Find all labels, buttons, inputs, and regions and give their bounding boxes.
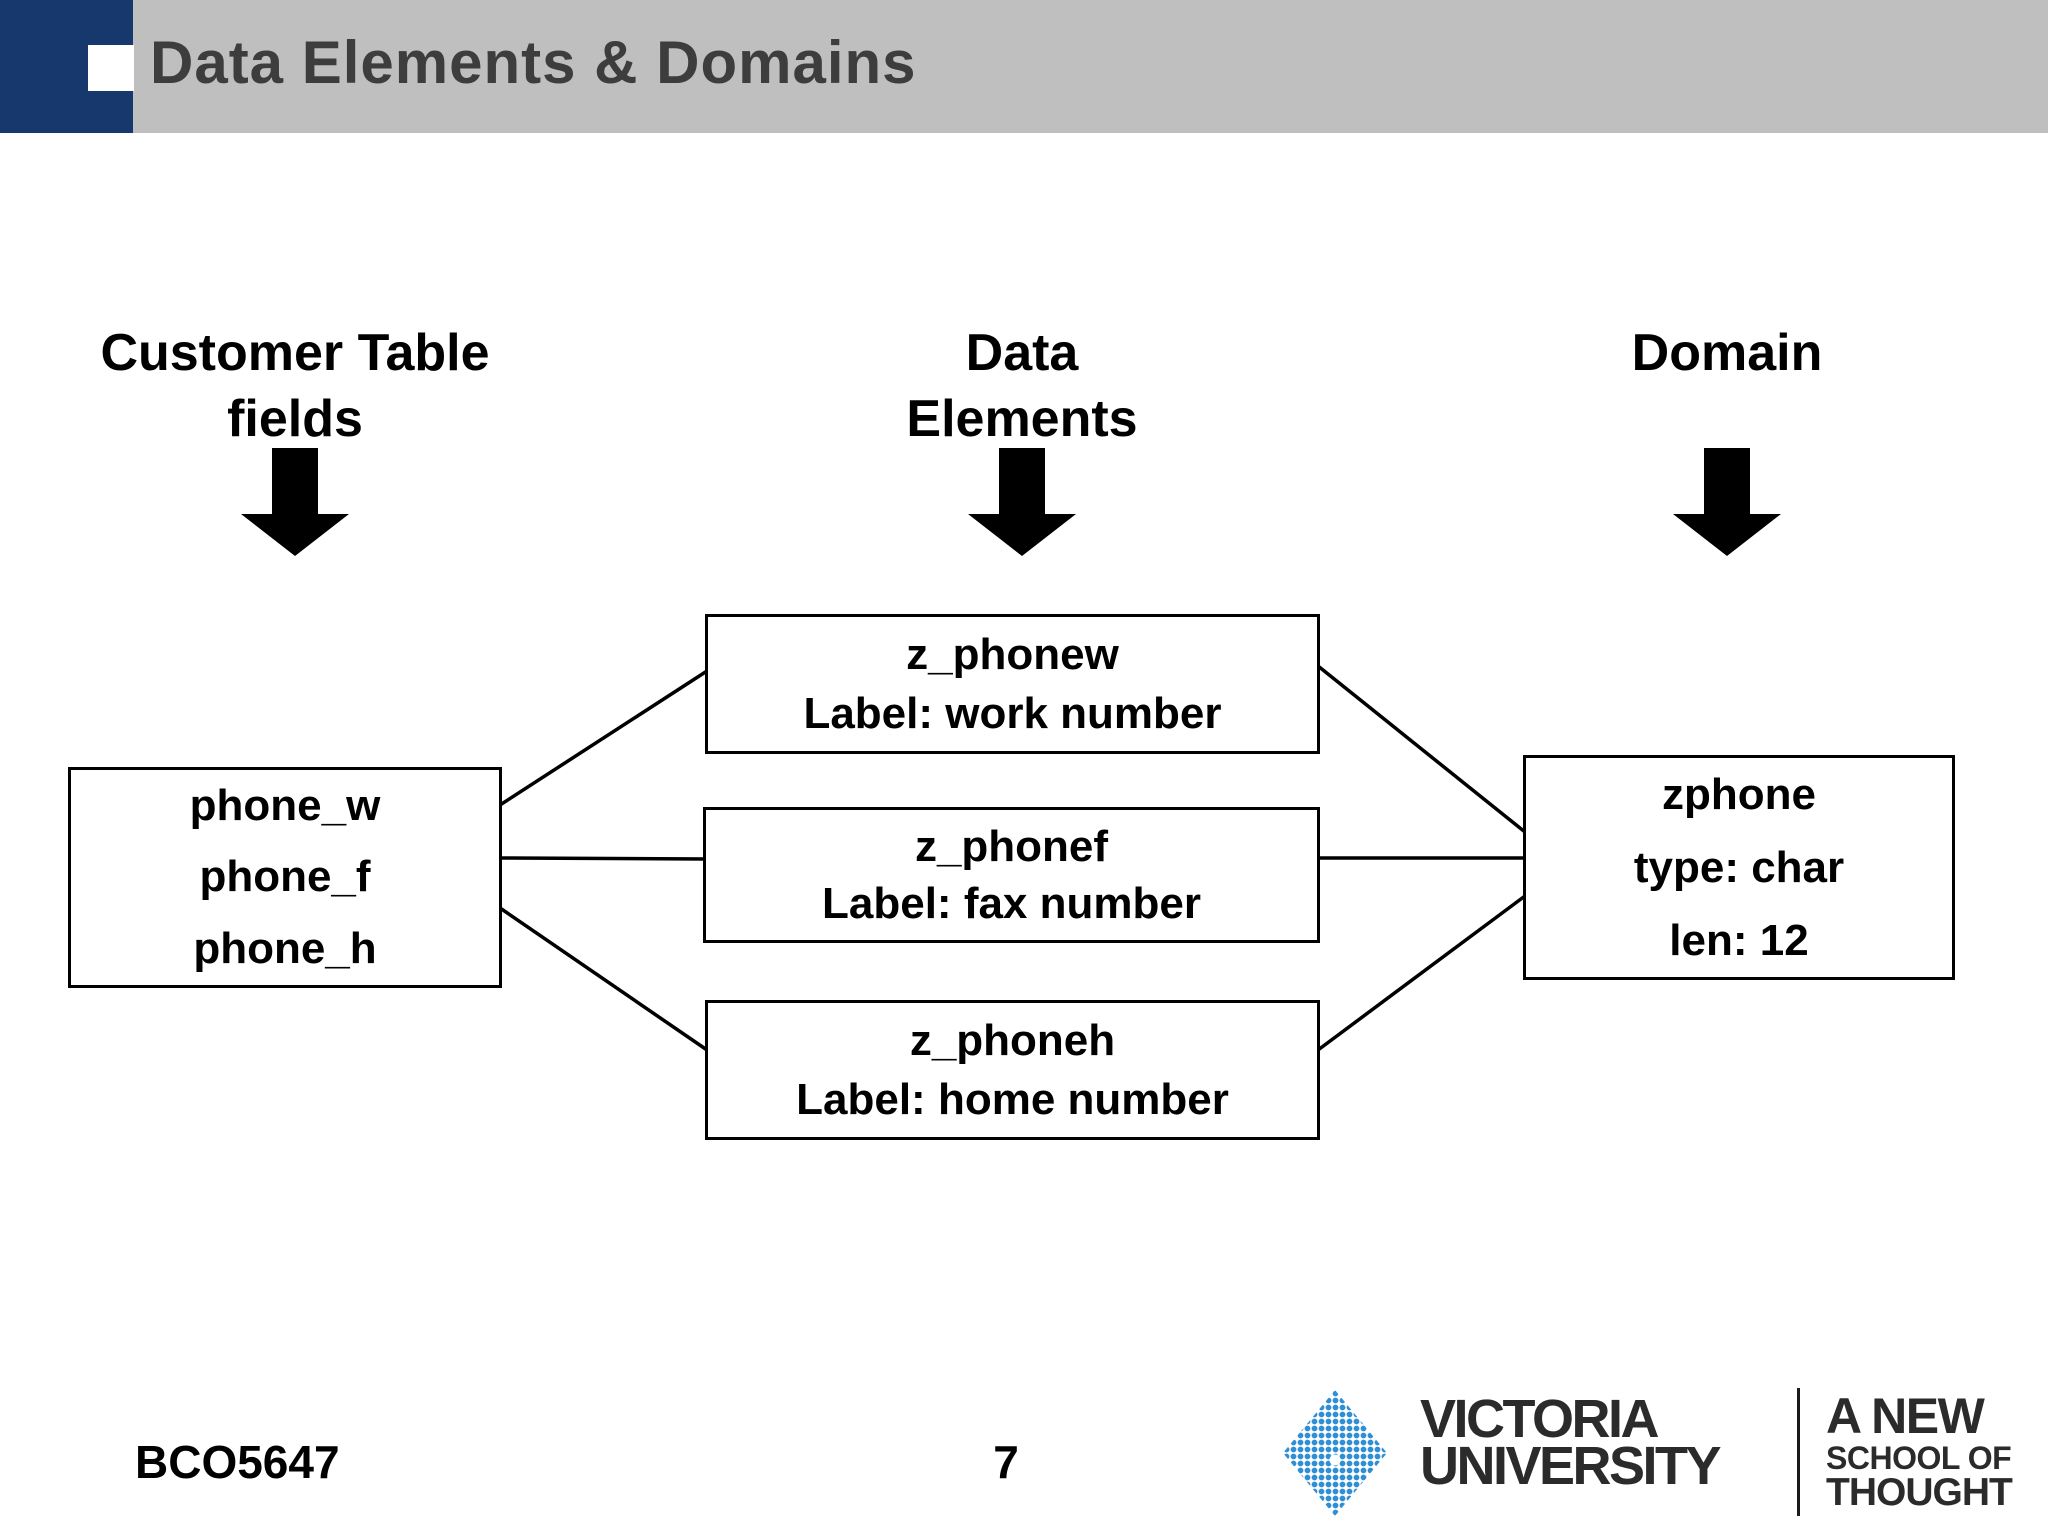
connector-zphoneh-to-domain [1316, 894, 1527, 1052]
data-element-name: z_phoneh [909, 1015, 1116, 1065]
data-element-name: z_phonef [914, 821, 1109, 871]
data-element-box-zphonef: z_phonef Label: fax number [703, 807, 1320, 943]
header-bullet-square [88, 45, 134, 91]
data-element-label: Label: work number [803, 688, 1222, 738]
down-arrow-icon [1673, 448, 1781, 556]
connector-zphonew-to-domain [1316, 664, 1527, 834]
domain-name: zphone [1662, 769, 1816, 819]
field-name: phone_w [189, 780, 381, 830]
column-header-line: Customer Table [100, 324, 490, 382]
data-element-box-zphonew: z_phonew Label: work number [705, 614, 1320, 754]
customer-table-fields-box: phone_w phone_f phone_h [68, 767, 502, 988]
column-header-customer-table-fields: Customer Table fields [45, 320, 545, 452]
column-header-line: Data [965, 324, 1079, 382]
down-arrow-icon [968, 448, 1076, 556]
column-header-line: fields [227, 390, 363, 448]
domain-length: len: 12 [1669, 915, 1809, 965]
university-logo: VICTORIA UNIVERSITY A NEW SCHOOL OF THOU… [1283, 1386, 2023, 1522]
logo-tagline-line: A NEW [1826, 1388, 1985, 1444]
logo-name-line: UNIVERSITY [1420, 1436, 1722, 1496]
connector-fields-to-zphonef [499, 856, 708, 861]
logo-tagline: A NEW SCHOOL OF THOUGHT [1826, 1388, 2013, 1514]
data-element-box-zphoneh: z_phoneh Label: home number [705, 1000, 1320, 1140]
column-header-domain: Domain [1477, 320, 1977, 386]
slide-title: Data Elements & Domains [150, 29, 917, 96]
data-element-name: z_phonew [906, 629, 1119, 679]
logo-tagline-line: SCHOOL OF [1826, 1440, 2012, 1476]
logo-divider [1797, 1388, 1800, 1516]
data-element-label: Label: fax number [822, 878, 1201, 928]
column-header-data-elements: Data Elements [772, 320, 1272, 452]
footer-course-code: BCO5647 [135, 1436, 340, 1488]
domain-type: type: char [1633, 842, 1845, 892]
logo-diamond-icon [1283, 1390, 1387, 1516]
data-element-label: Label: home number [796, 1074, 1229, 1124]
field-name: phone_f [199, 852, 371, 902]
field-name: phone_h [193, 924, 377, 974]
column-header-line: Elements [906, 390, 1138, 448]
footer-page-number: 7 [993, 1436, 1019, 1488]
column-header-line: Domain [1631, 324, 1823, 382]
connector-fields-to-zphoneh [499, 906, 708, 1052]
down-arrow-icon [241, 448, 349, 556]
domain-box-zphone: zphone type: char len: 12 [1523, 755, 1955, 980]
logo-tagline-line: THOUGHT [1826, 1471, 2013, 1514]
logo-name-line: VICTORIA [1420, 1389, 1660, 1449]
connector-fields-to-zphonew [499, 669, 708, 807]
logo-university-name: VICTORIA UNIVERSITY [1420, 1389, 1722, 1496]
header-bar: Data Elements & Domains [0, 0, 2048, 133]
